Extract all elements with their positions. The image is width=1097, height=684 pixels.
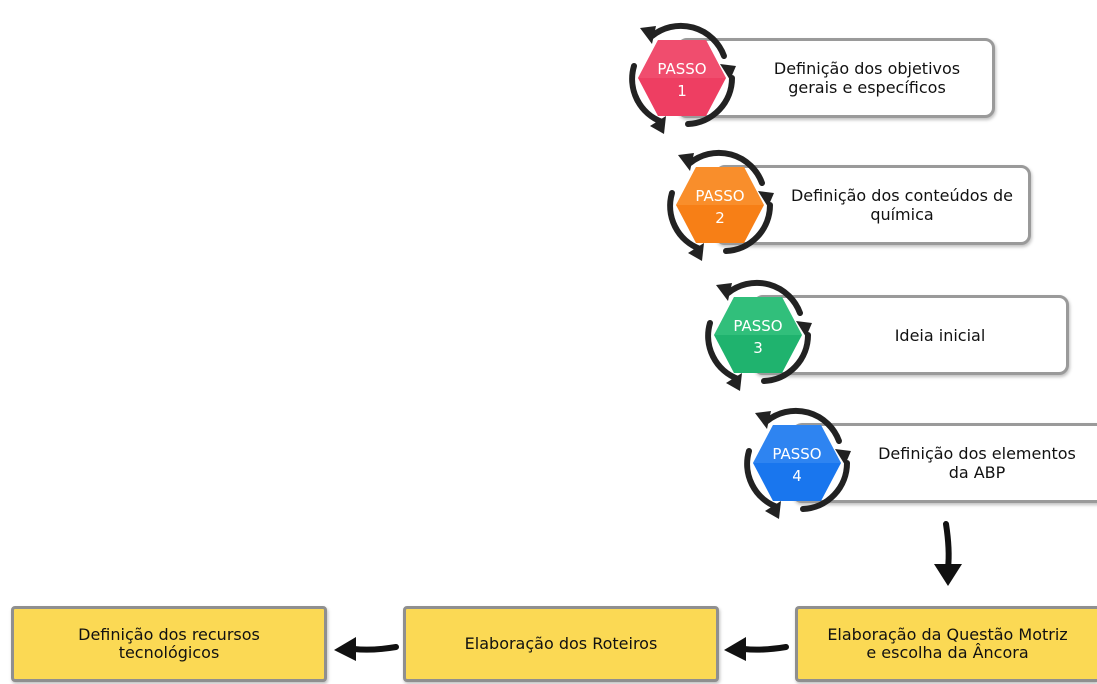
step-3-text: Ideia inicial [810, 295, 1070, 375]
step-3: Ideia inicial PASSO 3 [698, 279, 1097, 395]
step-4-line-2: da ABP [948, 463, 1006, 482]
step-1-badge: PASSO [657, 60, 706, 78]
step-1-cycle-icon: PASSO 1 [629, 22, 736, 134]
step-4-badge: PASSO [772, 445, 821, 463]
step-1: Definição dos objetivos gerais e específ… [622, 22, 1022, 138]
step-4: Definição dos elementos da ABP PASSO 4 [737, 407, 1097, 523]
step-4-box [792, 423, 1097, 503]
step-4-cycle-icon: PASSO 4 [744, 407, 851, 519]
step-2: Definição dos conteúdos de química PASSO… [660, 149, 1060, 265]
step-2-number: 2 [715, 209, 725, 227]
arrow-left-icon [334, 637, 399, 661]
step-3-badge: PASSO [733, 317, 782, 335]
box-roteiros-line-1: Elaboração dos Roteiros [464, 634, 658, 653]
box-recursos-tecnologicos: Definição dos recursos tecnológicos [11, 606, 327, 682]
arrow-left-icon [724, 637, 789, 661]
step-2-badge: PASSO [695, 187, 744, 205]
box-questao-motriz-line-2: e escolha da Âncora [866, 643, 1029, 662]
step-3-line-1: Ideia inicial [894, 325, 986, 345]
step-2-line-2: química [870, 205, 934, 224]
box-recursos-line-1: Definição dos recursos [78, 625, 260, 644]
step-1-text: Definição dos objetivos gerais e específ… [742, 38, 992, 118]
step-1-line-2: gerais e específicos [788, 78, 946, 97]
step-2-text: Definição dos conteúdos de química [772, 165, 1032, 245]
box-questao-motriz: Elaboração da Questão Motriz e escolha d… [795, 606, 1097, 682]
step-4-text: Definição dos elementos da ABP [857, 423, 1097, 503]
box-roteiros: Elaboração dos Roteiros [403, 606, 719, 682]
arrow-down-icon [934, 521, 962, 586]
step-1-line-1: Definição dos objetivos [773, 59, 961, 78]
step-3-cycle-icon: PASSO 3 [705, 279, 812, 391]
step-2-line-1: Definição dos conteúdos de [790, 186, 1014, 205]
step-4-line-1: Definição dos elementos [878, 444, 1076, 463]
step-1-number: 1 [677, 82, 687, 100]
step-3-number: 3 [753, 339, 763, 357]
step-3-box [753, 295, 1069, 375]
step-4-number: 4 [792, 467, 802, 485]
step-2-cycle-icon: PASSO 2 [667, 149, 774, 261]
box-recursos-line-2: tecnológicos [118, 643, 220, 662]
box-questao-motriz-line-1: Elaboração da Questão Motriz [827, 625, 1068, 644]
